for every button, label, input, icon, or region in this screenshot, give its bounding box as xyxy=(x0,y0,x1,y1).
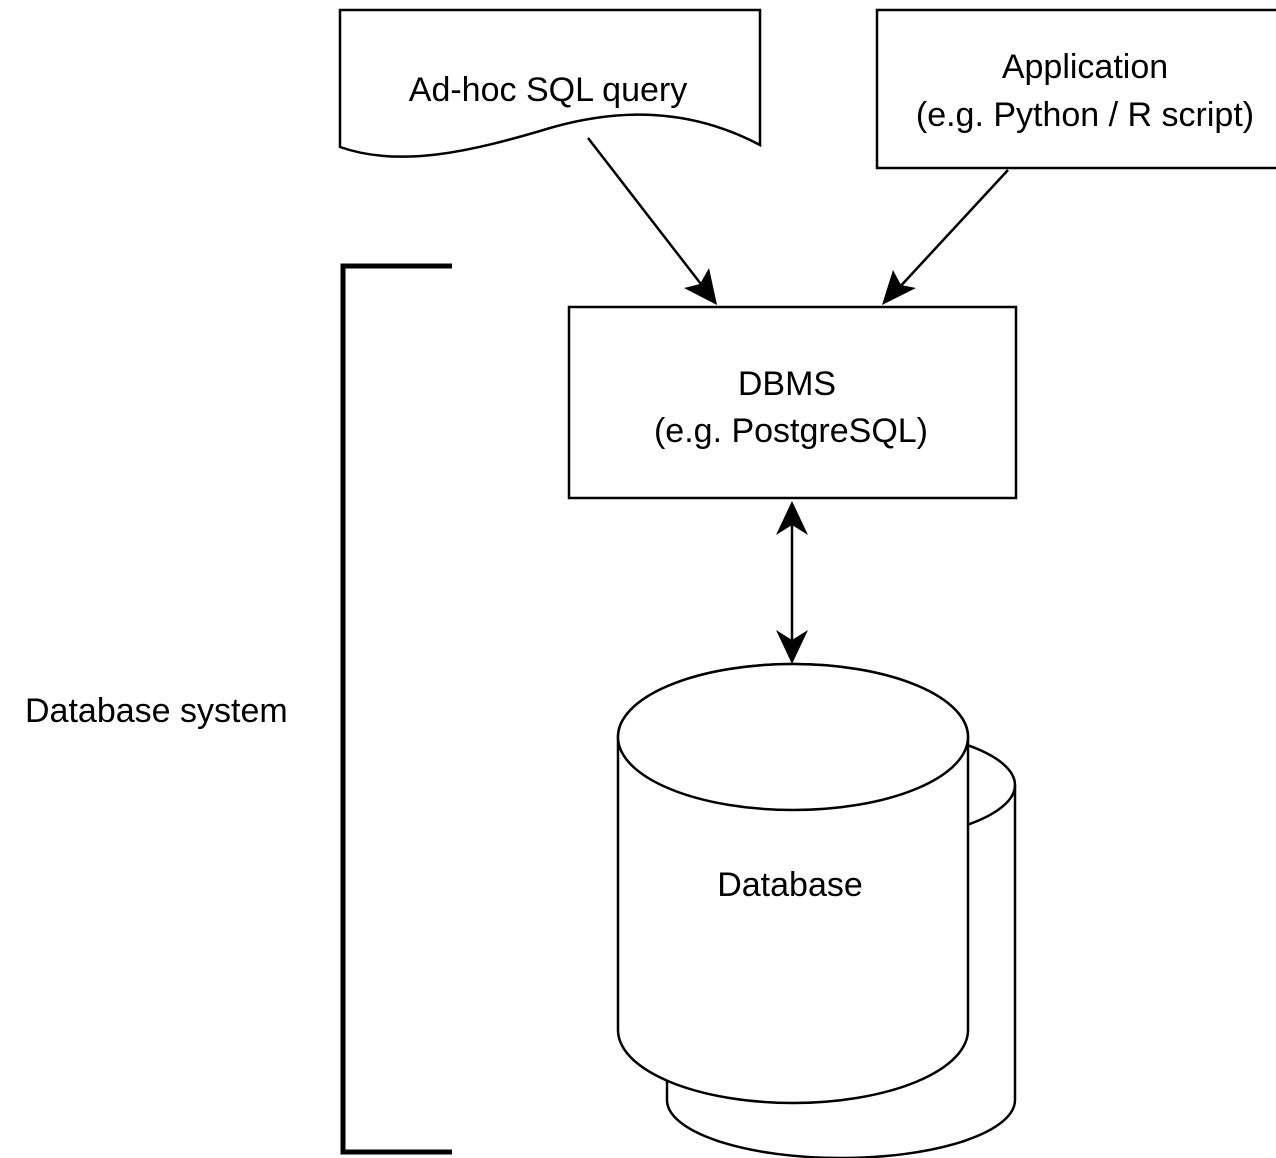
arrow-adhoc-to-dbms xyxy=(587,137,717,305)
arrowhead-up xyxy=(776,501,808,535)
adhoc-sql-query-node: Ad-hoc SQL query xyxy=(338,8,762,158)
arrowhead-down xyxy=(776,630,808,664)
database-label: Database xyxy=(717,866,863,904)
arrow-dbms-database-bidirectional xyxy=(776,501,808,664)
arrowhead xyxy=(684,268,717,305)
dbms-subtitle: (e.g. PostgreSQL) xyxy=(654,412,928,450)
database-node: Database xyxy=(616,662,1017,1158)
arrowhead xyxy=(882,270,916,305)
database-system-label: Database system xyxy=(25,692,288,730)
application-title: Application xyxy=(1002,48,1168,86)
dbms-node: DBMS (e.g. PostgreSQL) xyxy=(567,305,1018,500)
dbms-box xyxy=(567,305,1018,500)
front-cylinder-top xyxy=(616,662,970,812)
database-system-group: Database system xyxy=(25,263,452,1155)
adhoc-sql-query-label: Ad-hoc SQL query xyxy=(409,71,687,109)
application-box xyxy=(875,8,1276,170)
database-system-bracket xyxy=(340,263,452,1155)
application-node: Application (e.g. Python / R script) xyxy=(875,8,1276,170)
dbms-title: DBMS xyxy=(738,365,836,403)
document-shape xyxy=(338,8,762,158)
application-subtitle: (e.g. Python / R script) xyxy=(916,96,1254,134)
arrow-application-to-dbms xyxy=(882,169,1009,305)
